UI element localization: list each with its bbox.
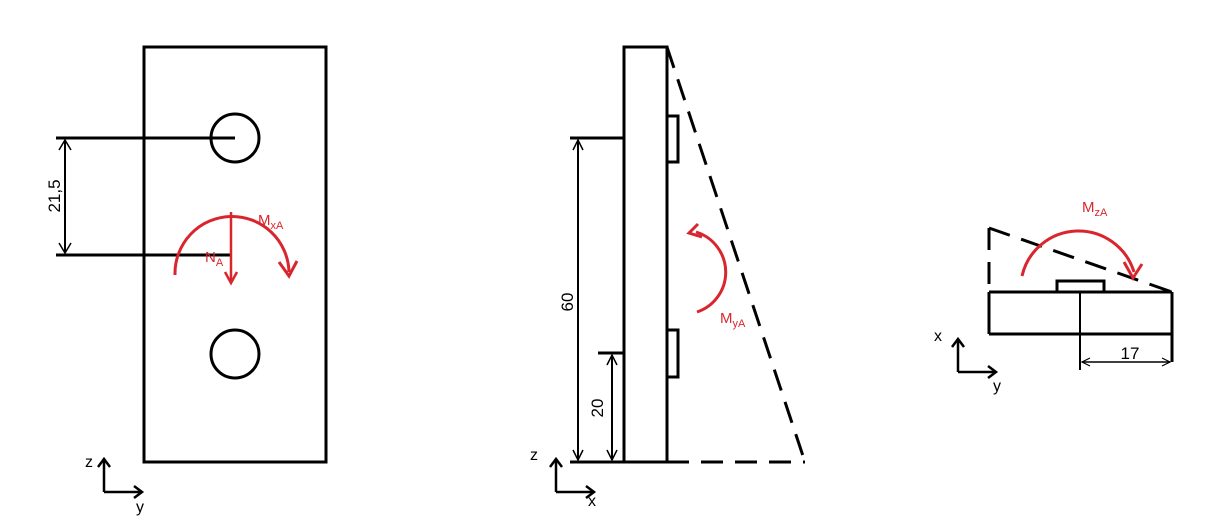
top-bolt-head (1055, 279, 1106, 294)
moment-mza-arc (1020, 229, 1136, 277)
side-loads: MyA (686, 222, 746, 330)
moment-mya-label: MyA (720, 310, 746, 330)
top-axes: x y (934, 328, 1001, 395)
dimension-label: 21,5 (45, 179, 64, 212)
axis-x-label: x (934, 328, 942, 345)
axis-y-label: y (993, 378, 1001, 395)
front-loads: MxA NA (173, 212, 299, 286)
axis-z-label: z (85, 454, 93, 471)
front-view: 21,5 MxA NA z y (45, 45, 328, 516)
upper-bolt-head (665, 114, 680, 164)
axis-y-label: y (136, 499, 144, 516)
moment-mya-arrowhead (686, 222, 703, 239)
top-loads: MzA (1020, 199, 1144, 281)
side-view: 60 20 MyA z x (530, 45, 807, 510)
moment-mxa-arc (173, 215, 291, 276)
axis-z-label: z (530, 447, 538, 464)
normal-force-label: NA (205, 249, 224, 269)
dimension-60: 60 (558, 138, 584, 462)
dimension-21-5: 21,5 (45, 138, 72, 255)
dimension-17: 17 (1080, 344, 1172, 367)
bracket-hypotenuse-dashed (665, 46, 807, 463)
moment-mza-arrowhead (1122, 261, 1144, 281)
dimension-17-label: 17 (1121, 344, 1140, 363)
moment-mxa-label: MxA (258, 212, 284, 232)
axis-x-label: x (588, 493, 596, 510)
moment-mza-label: MzA (1082, 199, 1108, 219)
lower-bolt-head (665, 328, 680, 379)
normal-force-arrowhead (223, 271, 239, 286)
front-axes: z y (85, 454, 145, 516)
side-plate (622, 45, 669, 464)
side-axes: z x (530, 447, 597, 510)
moment-mxa-arrowhead (277, 260, 299, 279)
top-view: 17 MzA x y (934, 199, 1174, 395)
dimension-60-label: 60 (558, 293, 577, 312)
dimension-20-label: 20 (588, 399, 607, 418)
lower-bolt-hole (209, 328, 261, 380)
dimension-20: 20 (588, 353, 618, 462)
moment-mya-arc (695, 230, 728, 314)
